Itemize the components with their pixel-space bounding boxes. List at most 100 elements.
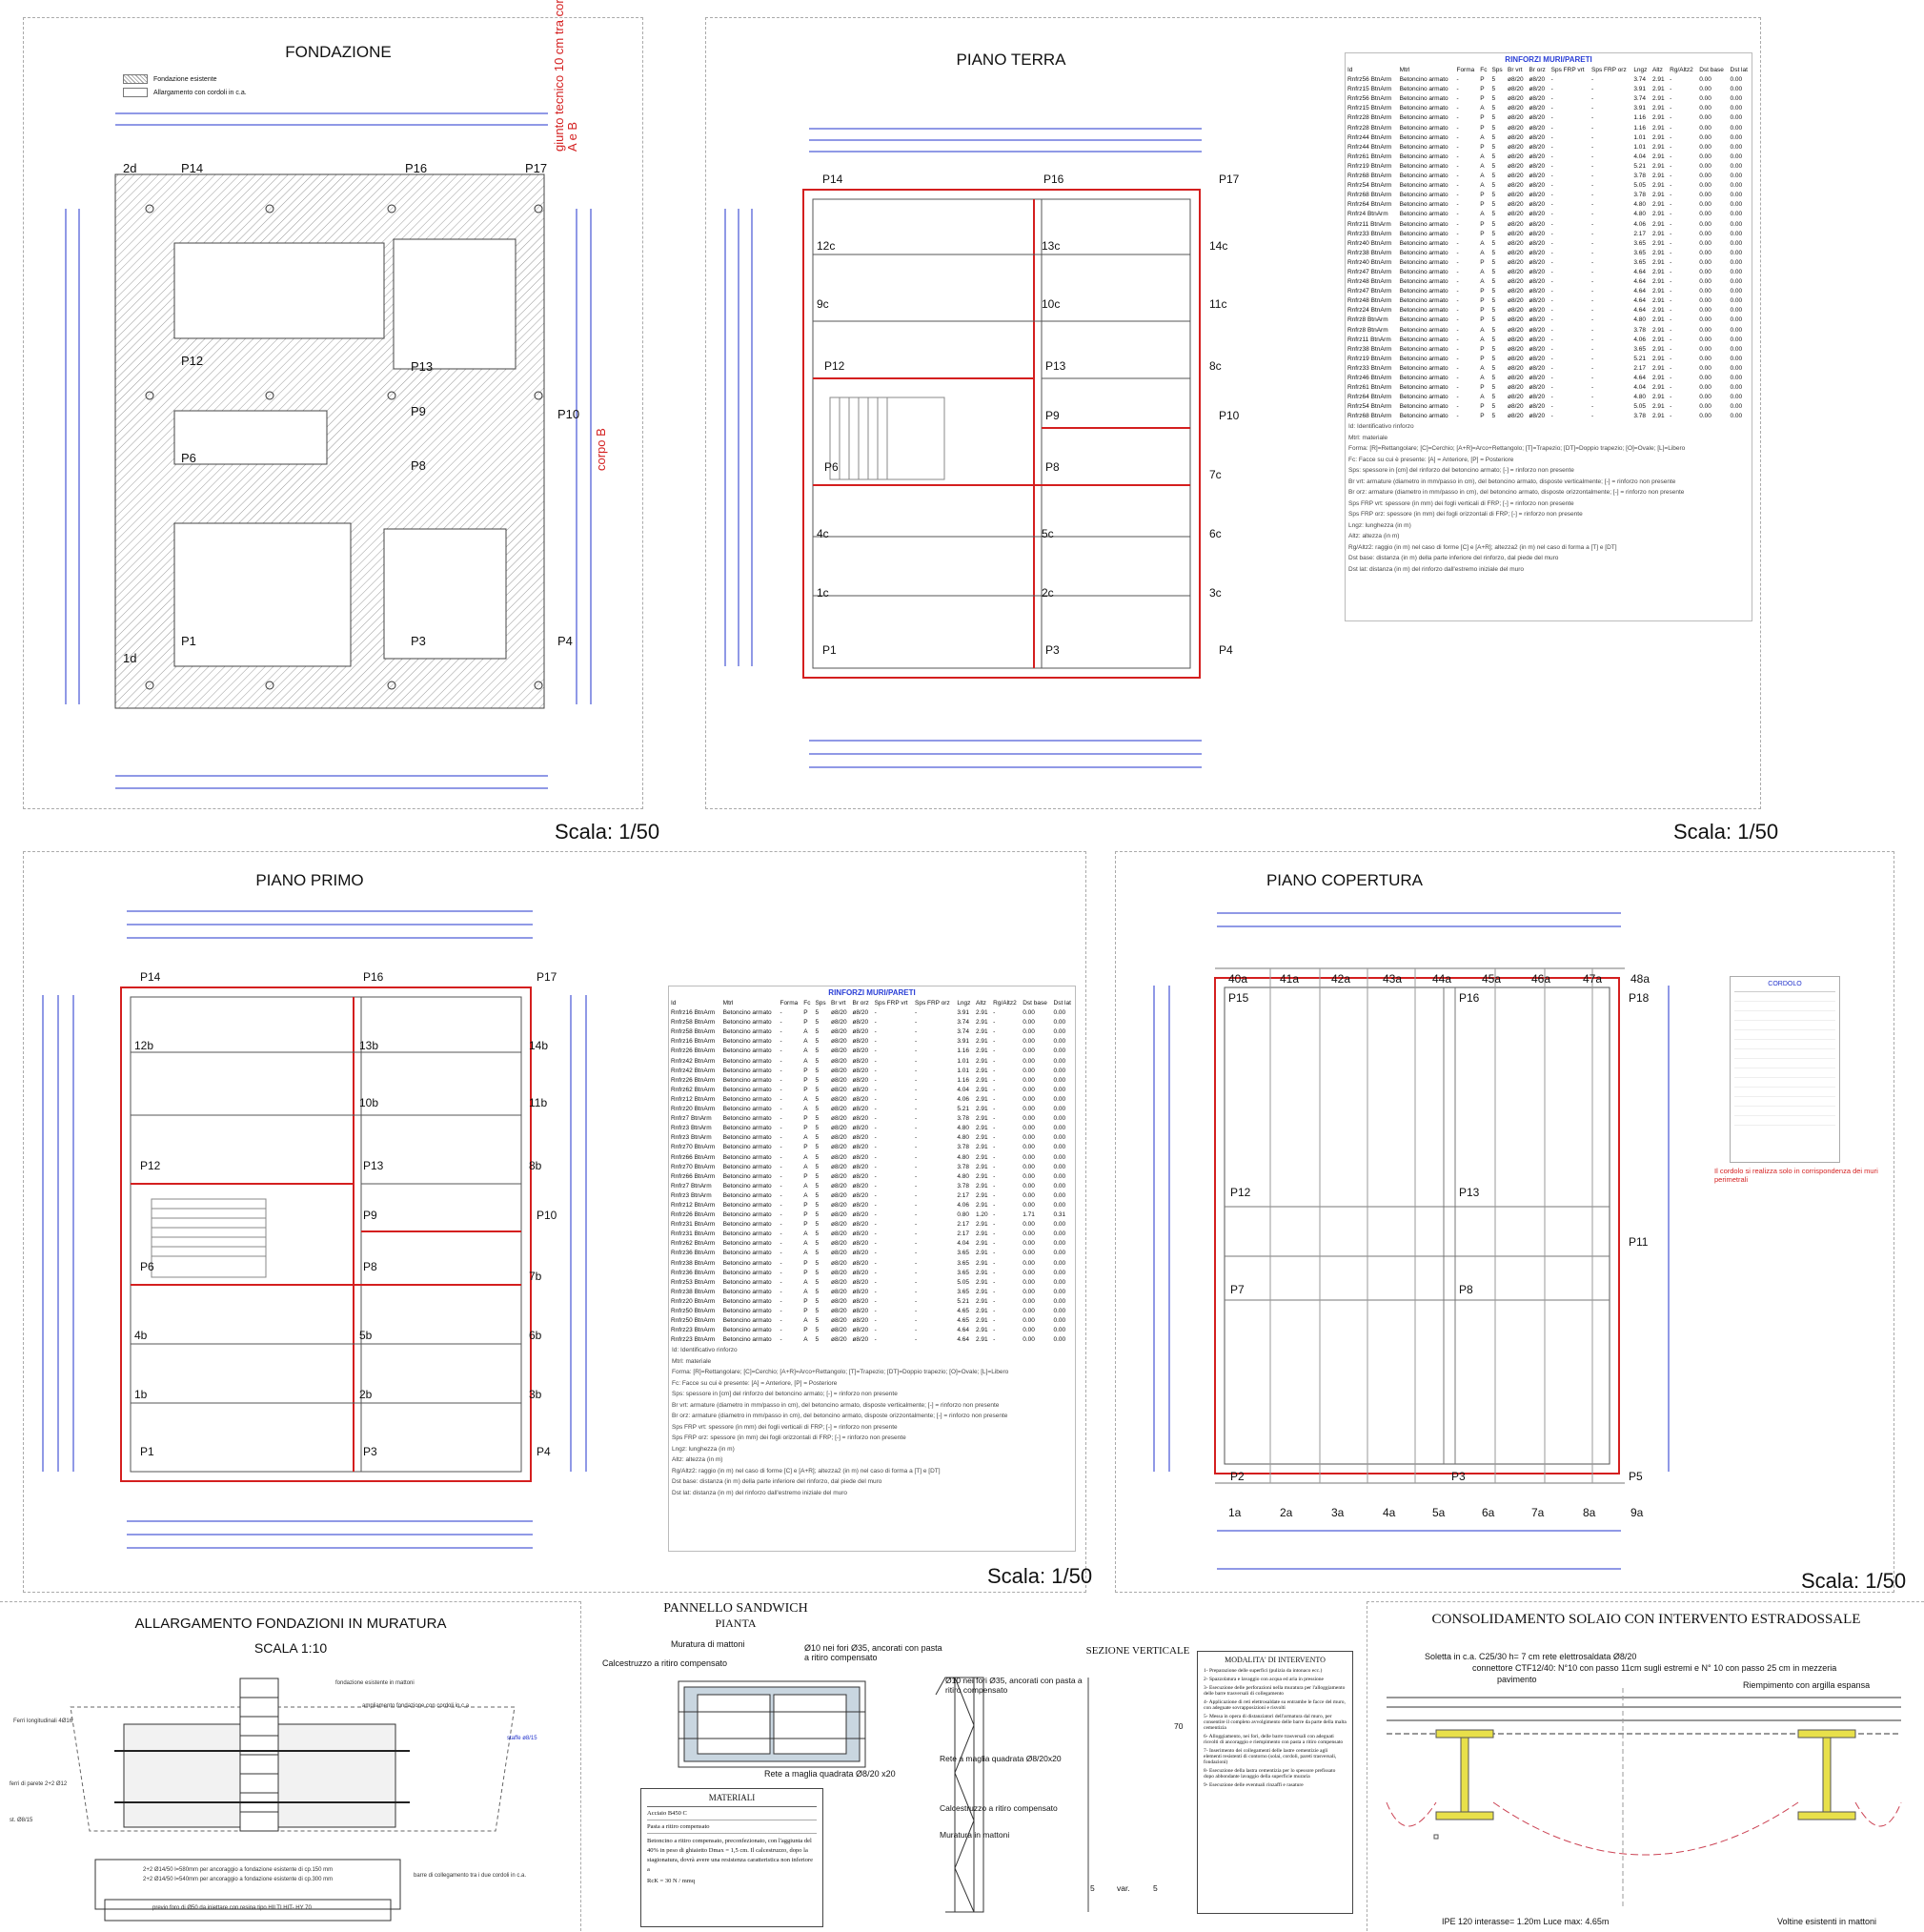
table-cell: 5 [1491, 413, 1496, 420]
table-cell: - [993, 1201, 996, 1209]
table-cell: - [1591, 345, 1594, 353]
table-cell: Rnfrz7 BtnArm [671, 1182, 712, 1190]
table-cell: Betoncino armato [722, 1308, 772, 1314]
table-cell: 5 [815, 1221, 820, 1229]
table-cell: 5 [1491, 105, 1496, 112]
allargamento-subtitle: SCALA 1:10 [253, 1640, 328, 1656]
table-cell: ø8/20 [1508, 355, 1524, 362]
table-cell: 0.00 [1699, 297, 1711, 305]
table-cell: - [1550, 268, 1553, 275]
table-cell: 1.20 [976, 1211, 988, 1219]
table-cell: A [803, 1038, 808, 1046]
table-cell: - [874, 1211, 877, 1219]
table-cell: 5.05 [1633, 403, 1646, 411]
table-cell: 2.91 [1652, 143, 1665, 151]
table-cell: ø8/20 [852, 1191, 869, 1199]
pillar-label: P10 [537, 1209, 557, 1222]
table-cell: - [1591, 403, 1594, 411]
table-cell: - [1591, 105, 1594, 112]
table-cell: 0.00 [1699, 413, 1711, 420]
table-cell: P [1480, 143, 1485, 151]
table-cell: - [874, 1106, 877, 1113]
table-cell: - [874, 1067, 877, 1074]
table-cell: - [1670, 297, 1672, 305]
table-cell: 0.00 [1023, 1086, 1035, 1093]
table-cell: ø8/20 [852, 1182, 869, 1190]
table-cell: 0.00 [1730, 364, 1743, 372]
table-cell: ø8/20 [1508, 336, 1524, 343]
piano-copertura-title: PIANO COPERTURA [1266, 871, 1424, 889]
table-cell: Rnfrz36 BtnArm [671, 1269, 716, 1276]
table-cell: P [803, 1144, 808, 1151]
table-cell: A [803, 1278, 808, 1286]
table-cell: - [915, 1191, 918, 1199]
table-cell: - [993, 1086, 996, 1093]
table-cell: 2.17 [1633, 230, 1646, 237]
table-cell: Rnfrz38 BtnArm [671, 1259, 716, 1267]
table-cell: 2.91 [1652, 258, 1665, 266]
table-cell: - [1456, 173, 1459, 180]
table-cell: A [803, 1106, 808, 1113]
table-cell: 5 [815, 1317, 820, 1325]
table-cell: Betoncino armato [722, 1278, 772, 1286]
table-cell: - [1591, 413, 1594, 420]
table-cell: - [1670, 326, 1672, 334]
table-cell: 5 [1491, 297, 1496, 305]
node-label: 40a [1228, 972, 1248, 986]
table-cell: - [993, 1278, 996, 1286]
table-cell: ø8/20 [852, 1115, 869, 1123]
table-cell: - [1456, 192, 1459, 199]
table-cell: 3.74 [1633, 76, 1646, 84]
table-cell: 0.00 [1730, 173, 1743, 180]
table-cell: ø8/20 [1508, 316, 1524, 324]
table-cell: - [1550, 230, 1553, 237]
table-cell: - [1550, 403, 1553, 411]
table-cell: - [780, 1240, 782, 1248]
pillar-label: P13 [363, 1159, 384, 1172]
pillar-label: 9c [817, 297, 829, 311]
fondazione-pillar-labels: P14 P16 P17 P12 P13 P9 P10 P6 P8 P1 P3 P… [24, 18, 644, 810]
table-cell: 3.65 [957, 1250, 969, 1257]
table-cell: 4.04 [957, 1240, 969, 1248]
table-cell: 0.00 [1023, 1028, 1035, 1036]
table-cell: 5 [815, 1019, 820, 1027]
table-cell: - [1670, 201, 1672, 209]
rinforzi-title: RINFORZI MURI/PARETI [1505, 55, 1592, 64]
pillar-label: P1 [140, 1445, 154, 1458]
table-cell: 0.00 [1699, 239, 1711, 247]
table-cell: - [1456, 133, 1459, 141]
legend-line: Mtrl: materiale [672, 1357, 712, 1365]
table-cell: 2.91 [1652, 230, 1665, 237]
table-cell: - [874, 1172, 877, 1180]
table-cell: ø8/20 [1529, 336, 1546, 343]
table-cell: 0.00 [1699, 403, 1711, 411]
table-cell: ø8/20 [852, 1317, 869, 1325]
pillar-label: 5b [359, 1329, 373, 1342]
table-cell: Rnfrz20 BtnArm [671, 1297, 716, 1305]
table-cell: - [993, 1047, 996, 1055]
table-cell: Rnfrz42 BtnArm [671, 1057, 716, 1065]
table-cell: - [874, 1317, 877, 1325]
table-cell: ø8/20 [1508, 143, 1524, 151]
table-cell: P [1480, 413, 1485, 420]
table-cell: ø8/20 [1508, 173, 1524, 180]
table-cell: 0.00 [1053, 1182, 1066, 1190]
table-cell: - [1670, 105, 1672, 112]
table-cell: - [1456, 307, 1459, 315]
table-cell: P [803, 1308, 808, 1314]
legend-line: Dst base: distanza (in m) della parte in… [672, 1478, 882, 1486]
table-cell: ø8/20 [852, 1144, 869, 1151]
cordolo-title: CORDOLO [1768, 981, 1802, 987]
table-cell: A [803, 1336, 808, 1344]
node-label: 2a [1280, 1506, 1293, 1519]
table-cell: 0.00 [1053, 1076, 1066, 1084]
table-cell: 0.00 [1699, 230, 1711, 237]
table-cell: ø8/20 [831, 1317, 847, 1325]
pillar-label: P11 [1629, 1235, 1649, 1249]
table-cell: - [780, 1028, 782, 1036]
table-cell: Rnfrz19 BtnArm [1347, 355, 1392, 362]
table-cell: 4.80 [1633, 211, 1646, 218]
table-cell: 0.00 [1053, 1230, 1066, 1238]
